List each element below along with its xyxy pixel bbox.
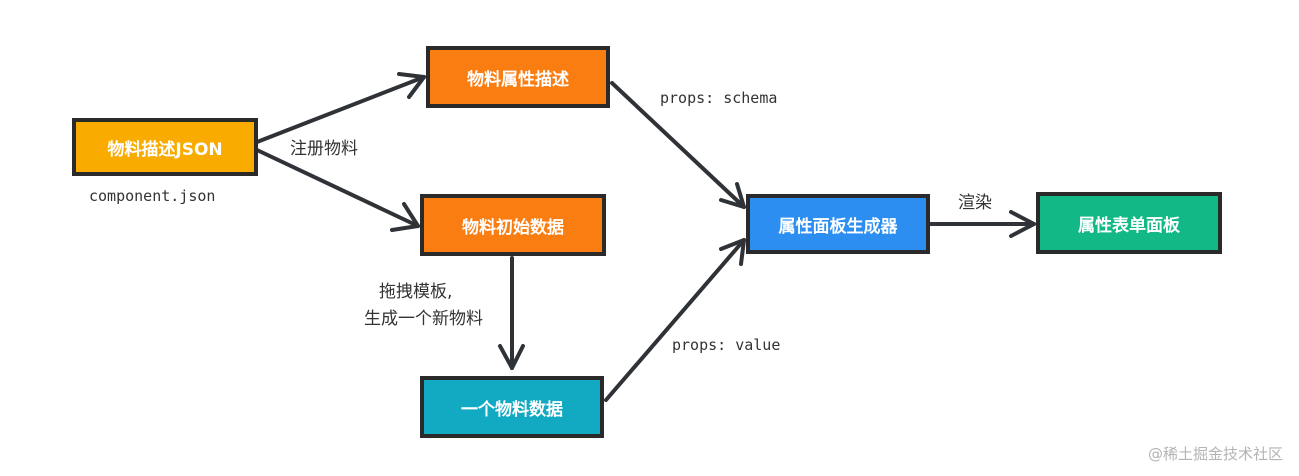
watermark-text: @稀土掘金技术社区 [1147,445,1283,463]
node-form-panel: 属性表单面板 [1036,192,1222,254]
edge-json-to-init [255,148,420,232]
node-material-data: 一个物料数据 [420,376,604,438]
node-material-json: 物料描述JSON [72,118,258,176]
node-material-init: 物料初始数据 [420,194,606,256]
node-material-props-label: 物料属性描述 [467,69,569,90]
node-material-props: 物料属性描述 [426,46,610,108]
node-material-init-label: 物料初始数据 [462,217,564,238]
label-render: 渲染 [958,193,992,213]
edge-json-to-props [255,72,426,144]
label-props-value: props: value [672,336,781,354]
node-material-data-label: 一个物料数据 [461,399,563,420]
label-drag-line1: 拖拽模板, [379,282,453,302]
label-register: 注册物料 [290,139,358,159]
node-panel-generator-label: 属性面板生成器 [778,216,898,237]
edge-generator-to-form [929,210,1036,238]
edge-data-to-generator [604,238,746,402]
edge-props-to-generator [610,81,746,209]
node-panel-generator: 属性面板生成器 [746,194,930,254]
edge-init-to-data [498,256,525,370]
label-props-schema: props: schema [660,89,778,107]
label-component-file: component.json [89,187,216,205]
label-drag-line2: 生成一个新物料 [364,309,483,329]
node-material-json-label: 物料描述JSON [107,139,223,160]
node-form-panel-label: 属性表单面板 [1078,215,1180,236]
